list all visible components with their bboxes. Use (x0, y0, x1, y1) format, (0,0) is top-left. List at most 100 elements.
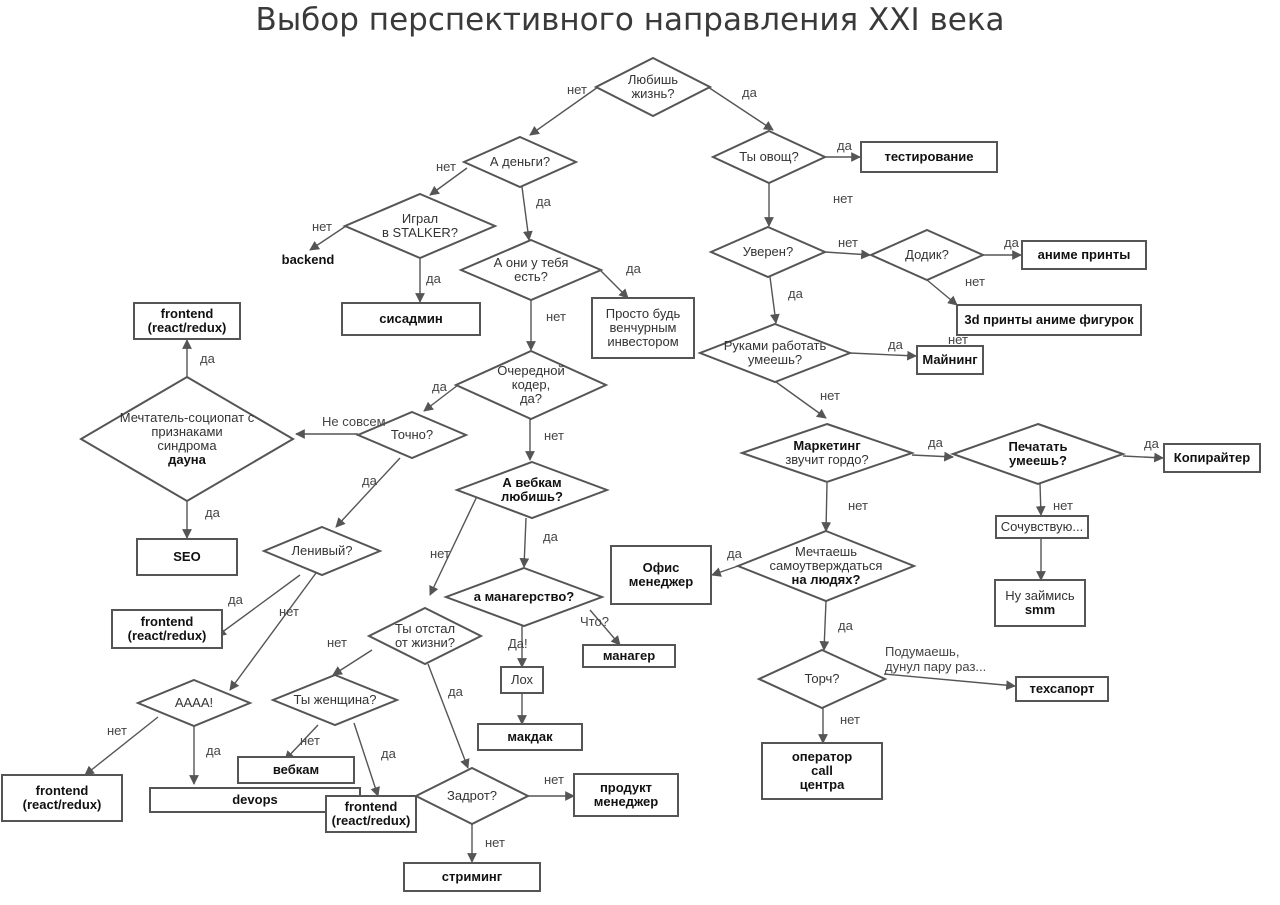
node-text: Додик? (905, 247, 949, 262)
result-box (133, 302, 241, 340)
node-text: дауна (168, 452, 207, 467)
node-webcam: вебкам (237, 756, 355, 784)
edge-label: Что? (580, 614, 609, 629)
node-text: Точно? (391, 427, 433, 442)
decision-diamond (738, 422, 916, 484)
flow-arrow (427, 663, 470, 769)
node-dreamer: Мечтатель-социопат спризнакамисиндромада… (79, 375, 295, 503)
result-box (573, 773, 679, 817)
node-text: умеешь? (1009, 453, 1067, 468)
flow-arrow (599, 269, 629, 299)
node-text: Ты женщина? (293, 692, 376, 707)
node-exactly: Точно? (355, 410, 469, 460)
flow-arrow (284, 724, 319, 761)
decision-diamond (443, 566, 605, 628)
result-box (500, 666, 544, 694)
edge-label: нет (107, 723, 127, 738)
flow-arrow (335, 457, 401, 528)
node-figures-3d: 3d принты аниме фигурок (956, 304, 1142, 336)
edge-label: нет (567, 82, 587, 97)
flow-arrow (926, 279, 958, 306)
diagram-title: Выбор перспективного направления XXI век… (255, 2, 1005, 38)
node-backend: backend (282, 252, 335, 267)
node-sympathy: Сочувствую... (995, 515, 1089, 539)
decision-diamond (261, 525, 383, 577)
node-text: макдак (507, 729, 553, 744)
node-text: самоутверждаться (770, 558, 883, 573)
node-text: центра (800, 777, 845, 792)
node-text: Играл (402, 211, 438, 226)
node-fe1: frontend(react/redux) (133, 302, 241, 340)
node-sysadmin: сисадмин (341, 302, 481, 336)
edge-label: да (200, 351, 216, 366)
edge-label: нет (436, 159, 456, 174)
node-text: менеджер (629, 574, 693, 589)
flow-arrow (589, 609, 621, 646)
node-text: а манагерство? (474, 589, 575, 604)
node-text: синдрома (157, 438, 217, 453)
result-box (136, 538, 238, 576)
node-manager: манагер (582, 644, 676, 668)
result-box (916, 345, 984, 375)
node-text: кодер, (512, 377, 550, 392)
node-text: Офис (643, 560, 680, 575)
decision-diamond (461, 135, 579, 189)
node-text: smm (1025, 602, 1055, 617)
node-text: жизнь? (631, 86, 674, 101)
node-text: менеджер (594, 794, 658, 809)
edge-label: да (788, 286, 804, 301)
edge-label: Да! (508, 636, 528, 651)
node-text: Копирайтер (1174, 450, 1250, 465)
node-text: тестирование (884, 149, 973, 164)
node-text: Ленивый? (292, 543, 353, 558)
flow-arrow (707, 86, 774, 131)
node-aaaa: АААА! (135, 678, 253, 728)
flow-arrow (353, 722, 380, 797)
edge-label: да (228, 592, 244, 607)
flow-arrow (849, 350, 917, 361)
result-box (1015, 676, 1109, 702)
node-text: (react/redux) (332, 813, 411, 828)
result-box (956, 304, 1142, 336)
edge-label: да (381, 746, 397, 761)
edge-label: нет (485, 835, 505, 850)
edge-label: нет (1053, 498, 1073, 513)
decision-diamond (868, 228, 986, 282)
node-text: аниме принты (1038, 247, 1131, 262)
node-text: признаками (151, 424, 222, 439)
edge-label: да (543, 529, 559, 544)
node-fe4: frontend(react/redux) (325, 795, 417, 833)
flow-arrow (911, 451, 954, 462)
node-managing: а манагерство? (443, 566, 605, 628)
node-text: Торч? (804, 671, 839, 686)
node-fe2: frontend(react/redux) (111, 609, 223, 649)
node-text: Уверен? (743, 244, 793, 259)
result-box (403, 862, 541, 892)
flow-arrow (332, 649, 373, 676)
node-woman: Ты женщина? (270, 673, 400, 727)
flow-arrow (429, 489, 481, 596)
result-box (341, 302, 481, 336)
node-text: Маркетинг (793, 438, 861, 453)
edge-label: да (1004, 235, 1020, 250)
node-nerd: Задрот? (413, 766, 531, 826)
flow-arrow (84, 716, 159, 776)
decision-diamond (708, 225, 828, 279)
flow-arrow (1035, 483, 1046, 516)
result-box (761, 742, 883, 800)
decision-diamond (756, 648, 888, 710)
result-box (111, 609, 223, 649)
node-money: А деньги? (461, 135, 579, 189)
node-text: Ну займись (1005, 588, 1075, 603)
decision-diamond (949, 422, 1127, 486)
edge-label: нет (544, 772, 564, 787)
node-text: Руками работать (724, 338, 827, 353)
